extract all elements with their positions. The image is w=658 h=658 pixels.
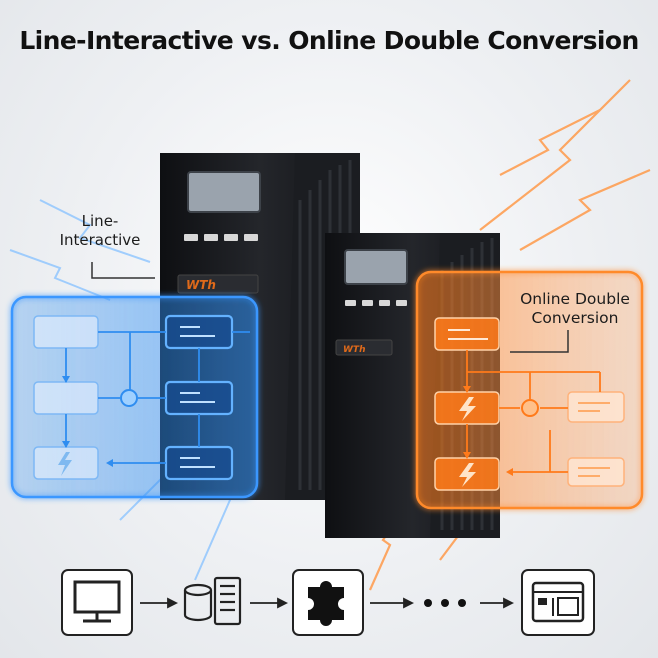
line-interactive-label-line2: Interactive xyxy=(59,231,141,249)
lcd-display-small xyxy=(344,249,408,285)
page-title: Line-Interactive vs. Online Double Conve… xyxy=(19,26,639,55)
server-icon xyxy=(183,576,242,626)
device-pipeline xyxy=(61,569,595,636)
line-interactive-diagram xyxy=(10,295,259,499)
computer-icon xyxy=(61,569,133,636)
online-double-label: Online Double Conversion xyxy=(505,290,645,328)
line-interactive-label: Line- Interactive xyxy=(50,212,150,250)
online-double-label-line2: Conversion xyxy=(531,309,619,327)
svg-text:WTh: WTh xyxy=(343,345,365,355)
lightning-bolt-orange-icon xyxy=(459,397,476,487)
brand-badge xyxy=(177,274,259,294)
callout-line-right xyxy=(510,330,569,353)
brand-badge-small xyxy=(335,339,393,356)
appliance-icon xyxy=(521,569,595,636)
lightning-bolt-icon xyxy=(58,452,72,476)
callout-line-left xyxy=(91,262,155,279)
svg-text:WTh: WTh xyxy=(186,278,216,292)
ellipsis-icon xyxy=(424,599,466,607)
lcd-display xyxy=(187,171,261,213)
online-double-label-line1: Online Double xyxy=(520,290,630,308)
line-interactive-label-line1: Line- xyxy=(81,212,119,230)
online-double-diagram xyxy=(415,270,644,510)
puzzle-icon xyxy=(292,569,364,636)
